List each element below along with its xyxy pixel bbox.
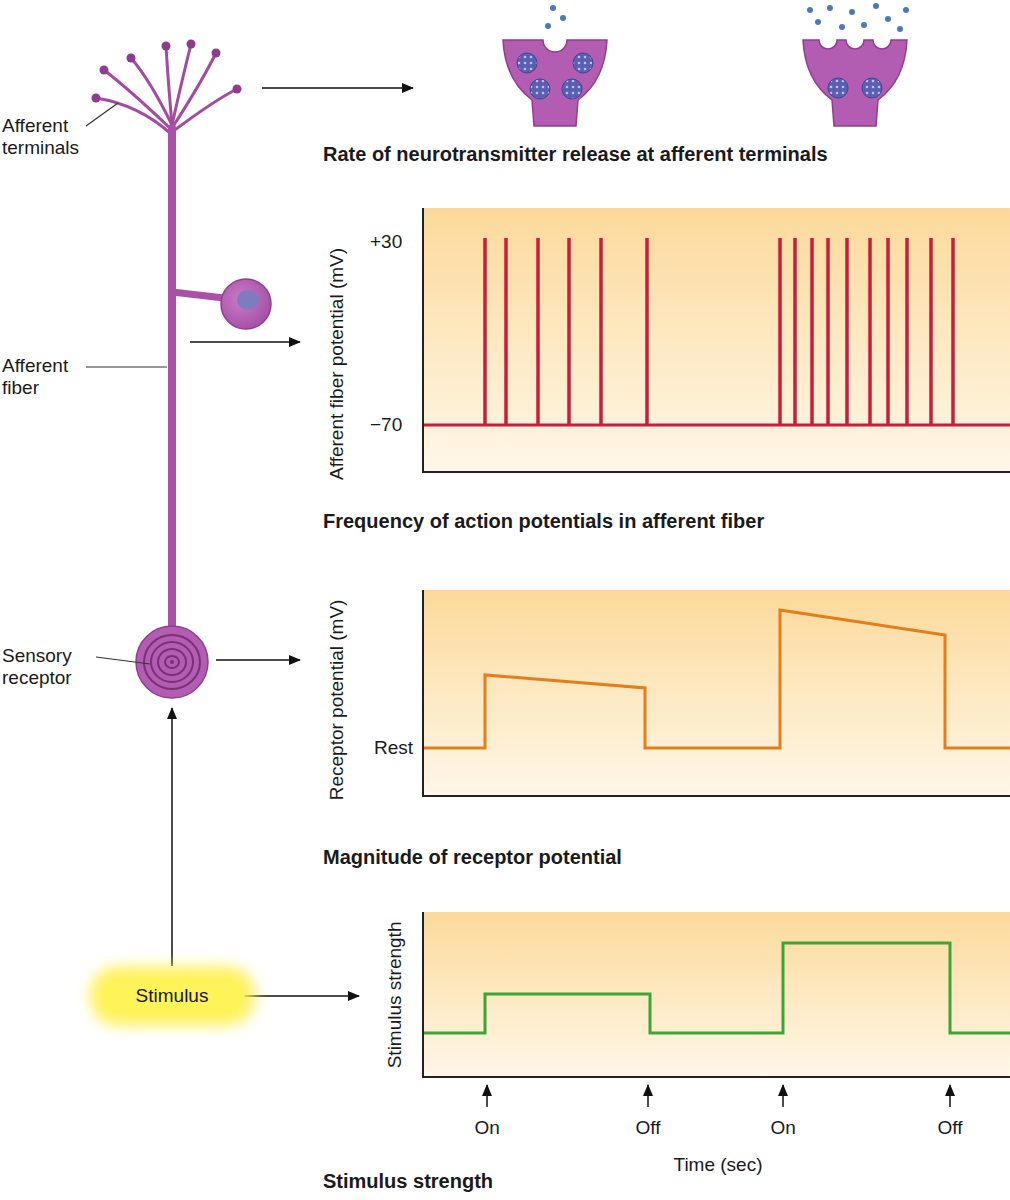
cell-body: [221, 279, 271, 329]
part-label: Sensory receptor: [2, 645, 102, 689]
tick-label: Rest: [374, 737, 413, 759]
time-ticks: [487, 1085, 950, 1107]
tick-label: On: [771, 1117, 796, 1139]
part-label: Afferent terminals: [2, 115, 107, 159]
stimulus-trace: [422, 943, 1010, 1033]
leader-lines: [86, 103, 167, 664]
action-potential-spikes: [485, 238, 953, 425]
nucleus: [237, 290, 259, 310]
chart-caption: Frequency of action potentials in affere…: [323, 510, 764, 533]
plot-background: [422, 912, 1010, 1078]
receptor-lamellae: [144, 635, 200, 689]
synaptic-terminal-low: [503, 5, 607, 126]
tick-arrow: [647, 1085, 649, 1107]
chart-caption: Rate of neurotransmitter release at affe…: [323, 143, 828, 166]
chart-panel: Receptor potential (mV)Magnitude of rece…: [320, 582, 1010, 805]
plot-axes: [422, 912, 1010, 1078]
axis-title: Time (sec): [674, 1154, 763, 1176]
terminal-branches: [96, 44, 237, 135]
axis-title: Afferent fiber potential (mV): [326, 248, 348, 480]
terminal-knobs: [92, 40, 242, 103]
tick-label: Off: [938, 1117, 963, 1139]
plot-background: [422, 590, 1010, 797]
synaptic-terminal-high: [803, 3, 909, 126]
sensory-receptor: [136, 626, 208, 698]
afferent-neuron: [92, 40, 272, 699]
plot-axes: [422, 208, 1010, 473]
cell-body-stalk: [172, 292, 224, 298]
plot-axes: [422, 590, 1010, 797]
afferent-axon: [168, 128, 176, 630]
plot-backgrounds: [422, 208, 1010, 1078]
stimulus-glow: Stimulus: [102, 978, 243, 1014]
part-label: Afferent fiber: [2, 355, 97, 399]
chart-panel: Afferent fiber potential (mV)Frequency o…: [320, 200, 1010, 480]
tick-label: Off: [636, 1117, 661, 1139]
chart-panel: Stimulus strengthStimulus strength: [360, 904, 1010, 1086]
resting-line: [422, 424, 1010, 427]
chart-caption: Magnitude of receptor potential: [323, 846, 622, 869]
tick-arrow: [782, 1085, 784, 1107]
tick-label: −70: [370, 414, 402, 436]
connector-arrow: [245, 995, 360, 997]
plot-background: [422, 208, 1010, 473]
chart-caption: Stimulus strength: [323, 1170, 493, 1193]
stimulus-label: Stimulus: [136, 985, 209, 1007]
axis-title: Stimulus strength: [384, 922, 406, 1069]
tick-label: On: [475, 1117, 500, 1139]
tick-label: +30: [370, 231, 402, 253]
tick-arrow: [486, 1085, 488, 1107]
receptor-core: [170, 660, 174, 664]
receptor-potential-trace: [422, 610, 1010, 748]
tick-arrow: [949, 1085, 951, 1107]
axis-title: Receptor potential (mV): [326, 600, 348, 801]
